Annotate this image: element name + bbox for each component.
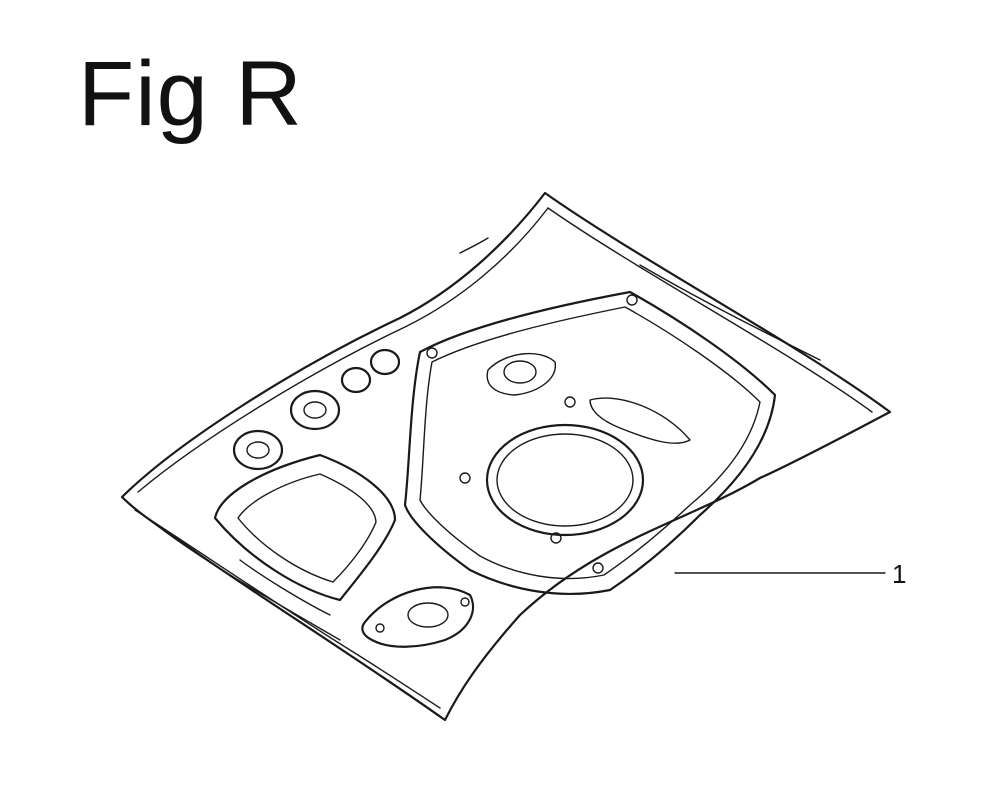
rectangular-gasket xyxy=(213,453,397,602)
seal-ring-1 xyxy=(232,429,284,471)
o-ring-2 xyxy=(369,348,401,376)
figure-title: Fig R xyxy=(78,43,303,145)
callout-number: 1 xyxy=(892,559,907,589)
o-ring-1 xyxy=(340,366,372,394)
cylinder-head-gasket xyxy=(403,290,777,595)
gasket-package-bag xyxy=(120,191,892,722)
exhaust-flange-gasket xyxy=(361,586,475,648)
seal-ring-2 xyxy=(289,389,341,431)
